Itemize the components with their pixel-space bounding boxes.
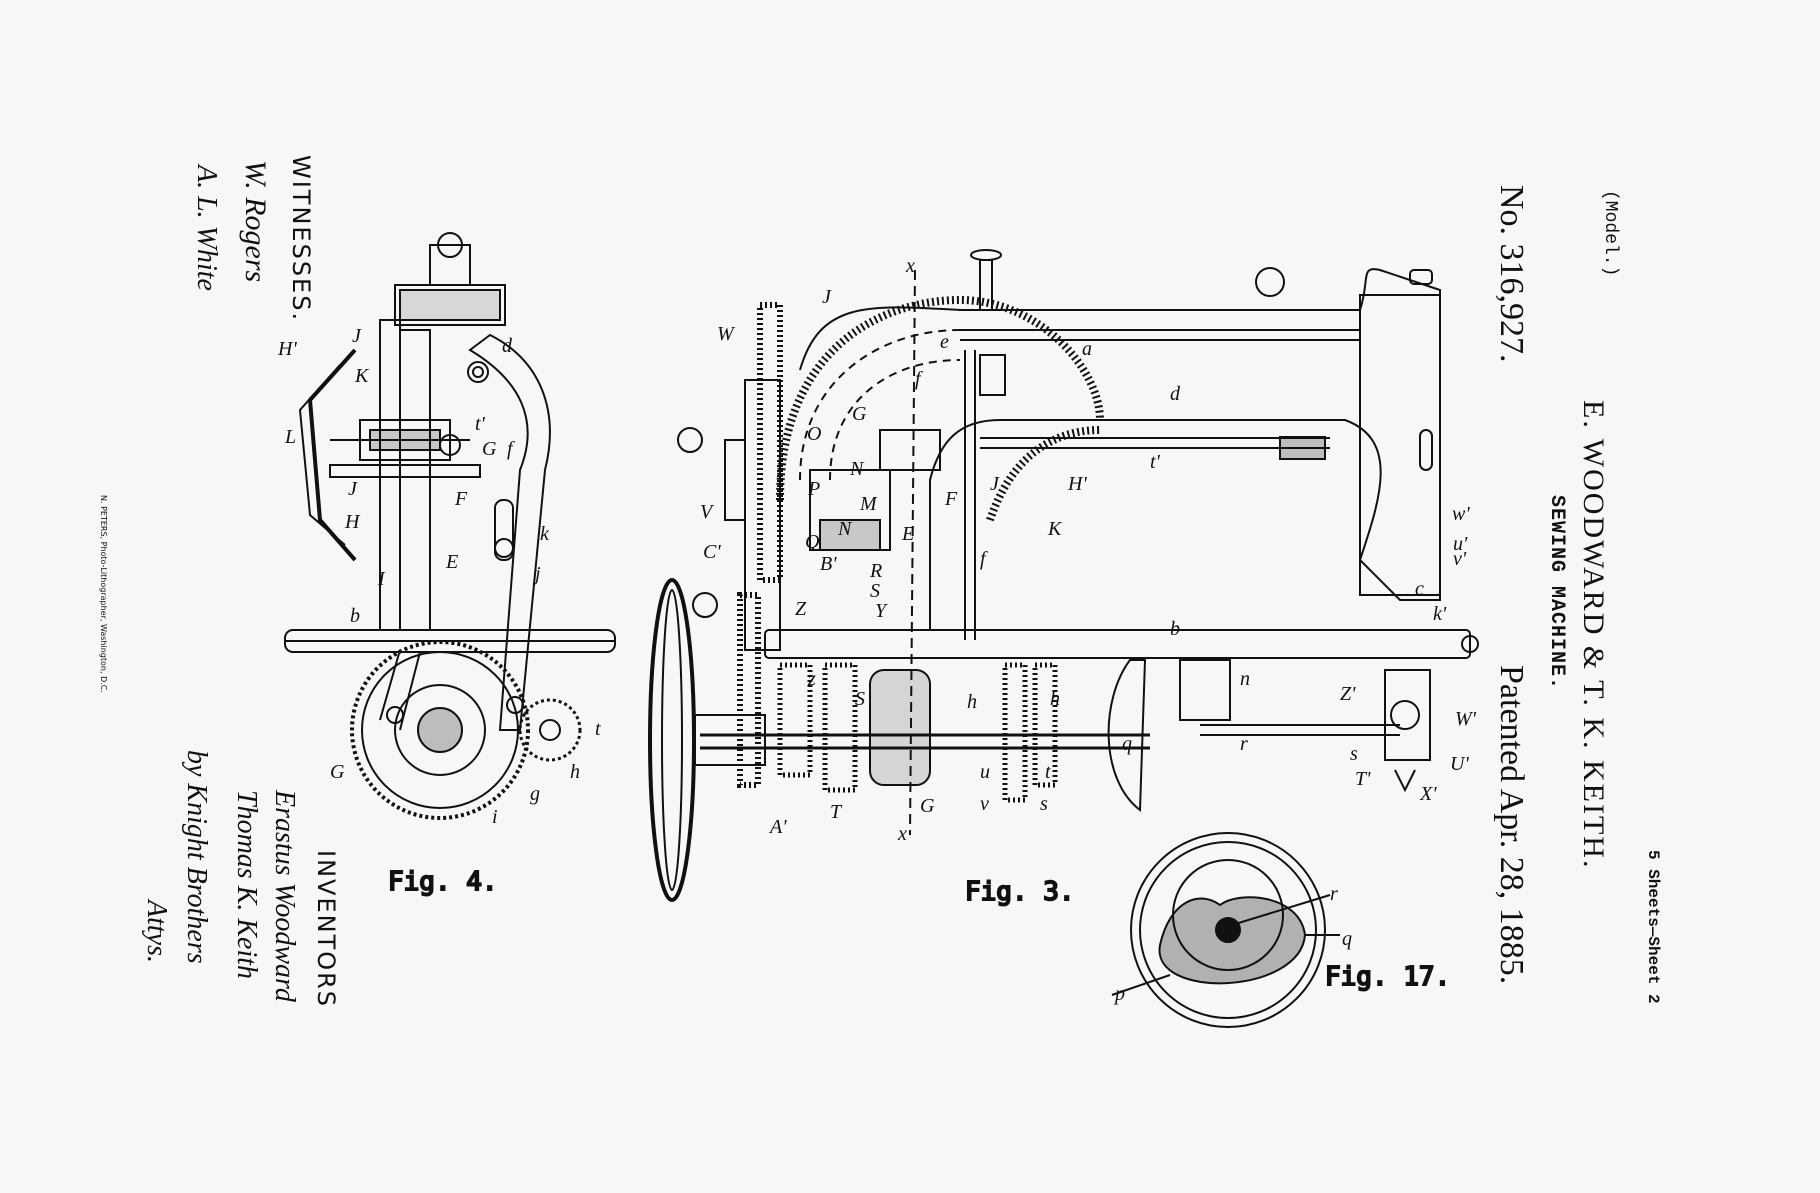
fig4-label: L	[284, 426, 296, 448]
fig3-label: T'	[1355, 768, 1371, 790]
fig4-label: I	[377, 568, 386, 590]
fig3-label: M	[859, 493, 878, 515]
fig4-label: E	[445, 551, 458, 573]
fig3-label: n	[1240, 668, 1250, 690]
fig3-label: X'	[1419, 783, 1437, 805]
fig3-label: k'	[1433, 603, 1447, 625]
fig4-caption: Fig. 4.	[388, 867, 498, 897]
fig3-label: J	[822, 286, 832, 308]
fig3-label: A'	[768, 816, 787, 838]
fig3-label: s	[1040, 793, 1048, 815]
fig3-label: E	[901, 523, 914, 545]
fig3-label: S	[870, 580, 880, 602]
fig3-label: e	[940, 331, 949, 353]
fig3-label: h	[967, 691, 977, 713]
fig3-label: T	[830, 801, 843, 823]
fig3-label: h	[1050, 688, 1060, 710]
fig3-label: R	[869, 560, 882, 582]
fig3-caption: Fig. 3.	[965, 877, 1075, 907]
fig3-label: H'	[1067, 473, 1087, 495]
fig3-label: f	[915, 368, 923, 390]
fig3-label: x	[897, 823, 907, 845]
fig17-drawing	[1111, 832, 1340, 1028]
fig4-label: i	[492, 806, 498, 828]
fig3-label: r	[1240, 733, 1248, 755]
fig4-label: J	[352, 325, 362, 347]
fig3-label: N	[837, 518, 853, 540]
fig3-label: Z'	[1340, 683, 1356, 705]
fig4-label: F	[454, 488, 468, 510]
fig3-labels: x W J a d e f G O P N M V Q N C' B' R S …	[700, 255, 1477, 845]
fig3-label: U'	[1450, 753, 1469, 775]
fig3-label: K	[1047, 518, 1063, 540]
fig3-label: v	[980, 793, 989, 815]
fig3-label: Y	[875, 600, 888, 622]
fig3-label: S	[855, 688, 865, 710]
fig3-label: P	[807, 478, 820, 500]
fig3-label: B'	[820, 553, 837, 575]
fig3-label: t	[1045, 761, 1051, 783]
fig4-label: k	[540, 523, 550, 545]
fig3-label: d	[1170, 383, 1181, 405]
fig17-labels: r q p	[1113, 883, 1352, 1005]
fig4-label: H'	[277, 338, 297, 360]
fig4-label: G	[330, 761, 345, 783]
fig3-label: G	[852, 403, 867, 425]
fig3-label: O	[807, 423, 821, 445]
fig3-label: Z	[795, 598, 807, 620]
fig4-label: G	[482, 438, 497, 460]
fig3-label: t'	[1150, 451, 1161, 473]
fig17-label: r	[1330, 883, 1338, 905]
fig3-label: b	[1170, 618, 1180, 640]
fig3-label: W	[717, 323, 736, 345]
fig3-label: z	[807, 668, 816, 690]
fig3-label: C'	[703, 541, 721, 563]
fig3-drawing	[648, 249, 1479, 902]
fig3-label: f	[980, 548, 988, 570]
fig4-label: t'	[475, 413, 486, 435]
fig3-label: u	[980, 761, 990, 783]
fig3-label: J	[990, 473, 1000, 495]
fig4-label: d	[502, 335, 513, 357]
fig4-drawing	[284, 232, 616, 820]
fig4-label: H	[344, 511, 361, 533]
fig3-label: w'	[1452, 503, 1470, 525]
fig4-labels: J H' K L J H I E b d t' G f F k j G i g …	[277, 325, 601, 828]
fig4-label: h	[570, 761, 580, 783]
fig3-label: q	[1122, 733, 1132, 755]
fig3-label: v'	[1453, 548, 1467, 570]
fig4-label: j	[532, 563, 541, 585]
fig3-label: N	[849, 458, 865, 480]
fig3-label: G	[920, 795, 935, 817]
fig17-label: p	[1113, 983, 1125, 1005]
fig3-label: c	[1415, 578, 1424, 600]
fig3-label: a	[1082, 338, 1092, 360]
fig4-label: f	[507, 438, 515, 460]
fig3-label: W'	[1455, 708, 1477, 730]
fig17-label: q	[1342, 928, 1352, 950]
fig4-label: t	[595, 718, 601, 740]
fig4-label: K	[354, 365, 370, 387]
fig4-label: g	[530, 783, 540, 805]
fig3-label: F	[944, 488, 958, 510]
fig17-caption: Fig. 17.	[1325, 962, 1450, 992]
fig3-label: u'	[1453, 533, 1468, 555]
fig3-label: Q	[805, 531, 820, 553]
fig4-label: b	[350, 605, 360, 627]
fig4-label: J	[348, 478, 358, 500]
fig3-label: x	[905, 255, 915, 277]
fig3-label: V	[700, 501, 715, 523]
fig3-label: s	[1350, 743, 1358, 765]
